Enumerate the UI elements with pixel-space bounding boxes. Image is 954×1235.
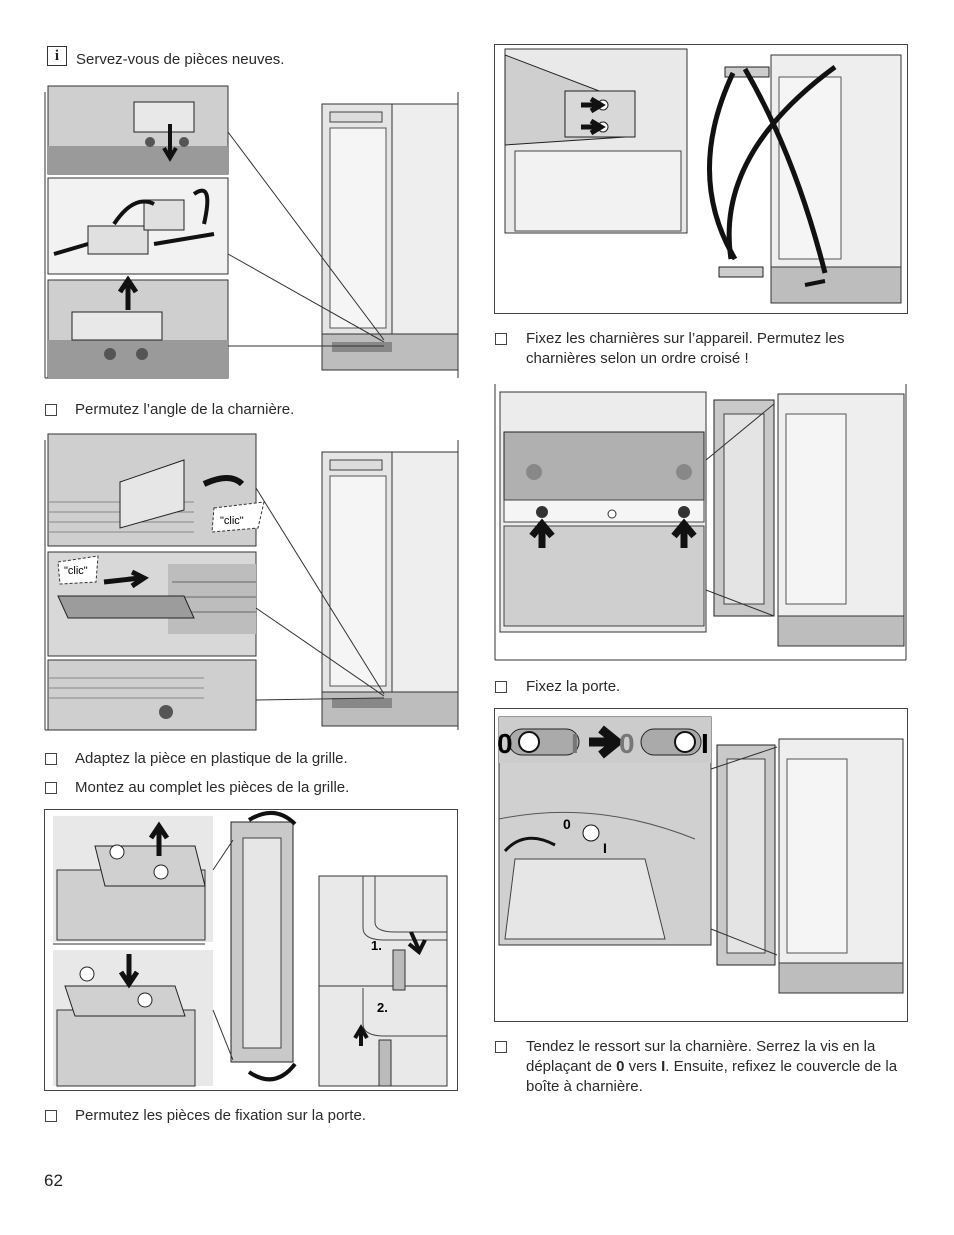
checkbox-bullet-icon [495,1041,507,1053]
figure-hinge-angle [44,84,460,380]
page-number: 62 [44,1171,63,1190]
svg-text:0: 0 [619,728,635,759]
left-step-3: Montez au complet les pièces de la grill… [75,779,350,796]
right-step-2: Fixez la porte. [526,678,621,695]
figure-grille-plastic: "clic" "clic" [44,432,460,732]
left-step-1: Permutez l’angle de la charnière. [75,401,295,418]
svg-text:I: I [701,728,709,759]
info-icon: i [47,46,67,66]
right-step-3: Tendez le ressort sur la charnière. Serr… [526,1038,898,1095]
checkbox-bullet-icon [495,333,507,345]
figure-door-fixing: 1. 2. [44,809,458,1091]
checkbox-bullet-icon [45,1110,57,1122]
checkbox-bullet-icon [45,404,57,416]
right-step-1: Fixez les charnières sur l’appareil. Per… [526,330,845,367]
left-step-4: Permutez les pièces de fixation sur la p… [75,1107,366,1124]
checkbox-bullet-icon [495,681,507,693]
info-text: Servez-vous de pièces neuves. [76,51,285,68]
scale-one: I [571,728,579,759]
svg-text:0: 0 [563,816,571,832]
svg-text:"clic": "clic" [64,565,88,577]
checkbox-bullet-icon [45,782,57,794]
checkbox-bullet-icon [45,753,57,765]
figure-fix-door [494,380,908,662]
left-step-2: Adaptez la pièce en plastique de la gril… [75,750,348,767]
scale-zero: 0 [497,728,513,759]
clic-label: "clic" [220,515,244,527]
figure-tension-spring: 0 I 0 I 0 I [494,708,908,1022]
figure-hinge-crossing [494,44,908,314]
step-label-1: 1. [371,938,382,953]
svg-text:I: I [603,840,607,856]
step-label-2: 2. [377,1000,388,1015]
